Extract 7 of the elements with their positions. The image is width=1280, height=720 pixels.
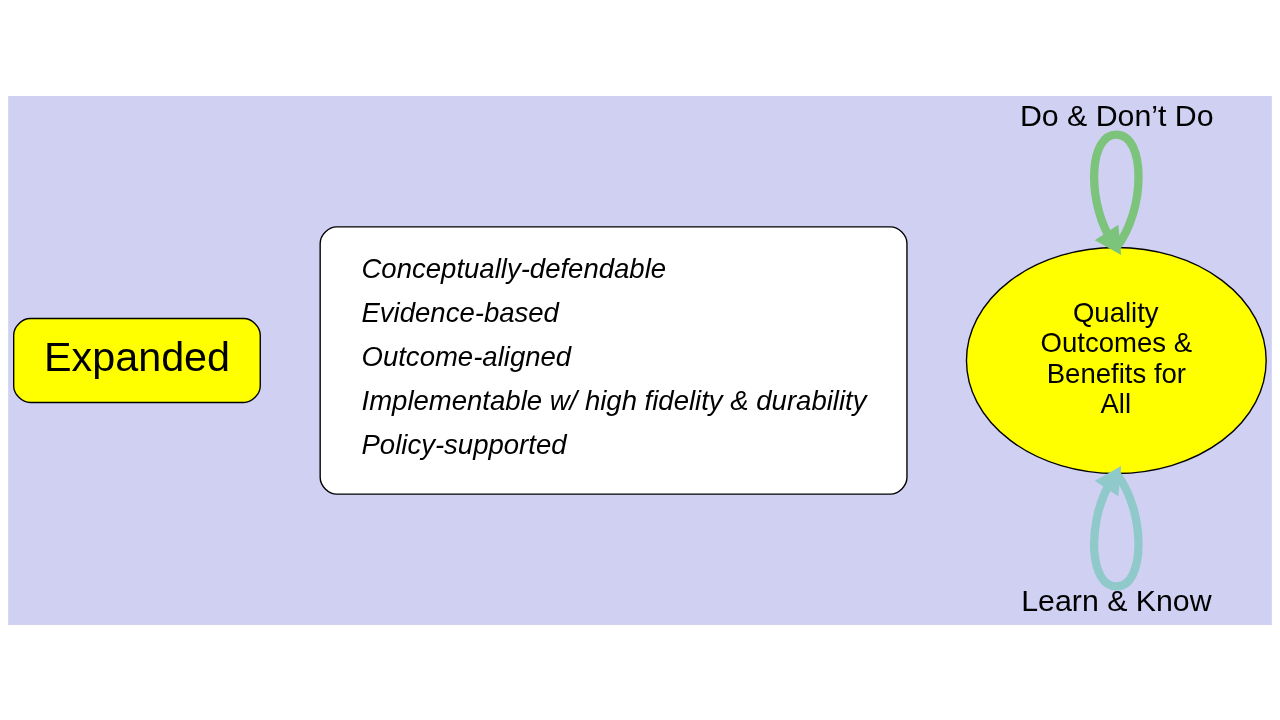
node-box: Conceptually-defendable Evidence-based Outcome-aligned Implementable w/ high fidelity & durability Policy-supported [319,225,908,495]
arrow [1090,129,1143,255]
node-box: Expanded [13,317,261,403]
edge-label: Do & Don’t Do [1019,98,1214,132]
arrow [1090,465,1143,591]
edge-label: Learn & Know [1021,583,1212,617]
node-ellipse: Quality Outcomes & Benefits for All [965,246,1267,474]
